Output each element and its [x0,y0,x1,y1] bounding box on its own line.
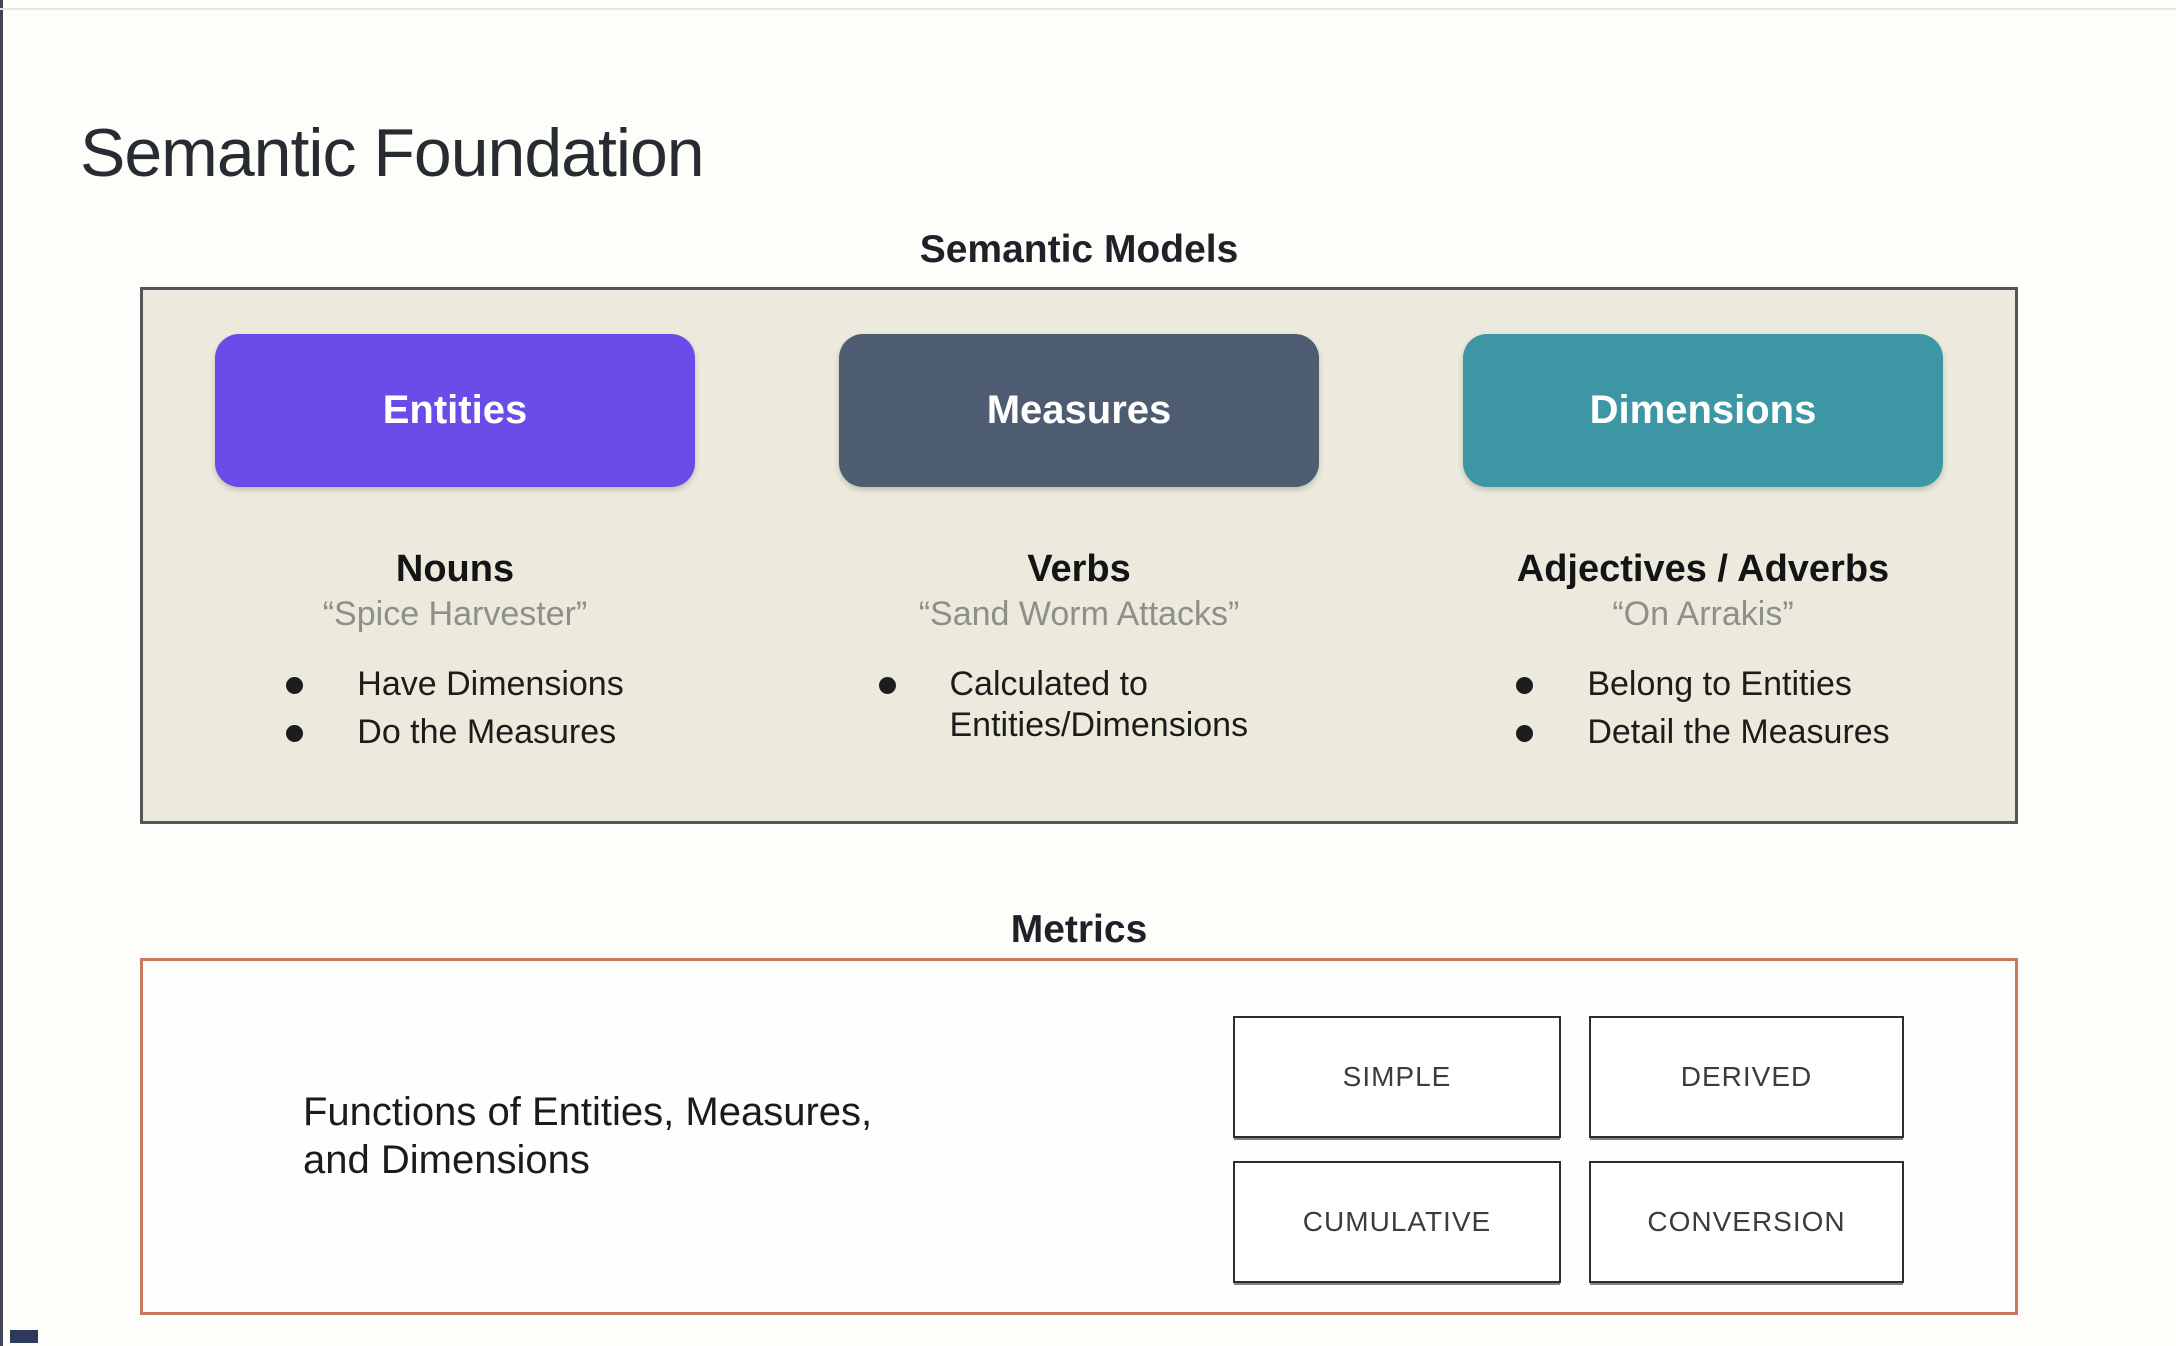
semantic-models-heading: Semantic Models [919,228,1239,271]
measures-role-label: Verbs [1027,548,1131,590]
metrics-panel: Functions of Entities, Measures, and Dim… [140,958,2018,1315]
dimensions-example-quote: “On Arrakis” [1612,594,1794,633]
metrics-description: Functions of Entities, Measures, and Dim… [303,1089,873,1183]
entities-bullet-list: Have Dimensions Do the Measures [286,664,624,754]
dimensions-bullet-list: Belong to Entities Detail the Measures [1516,664,1890,754]
metric-type-simple: SIMPLE [1233,1016,1561,1138]
measures-pill: Measures [839,334,1319,487]
dimensions-column: Dimensions Adjectives / Adverbs “On Arra… [1391,334,2015,821]
measures-column: Measures Verbs “Sand Worm Attacks” Calcu… [767,334,1391,821]
slide-top-edge [0,8,2176,10]
entities-example-quote: “Spice Harvester” [322,594,588,633]
metrics-heading: Metrics [1010,908,1148,951]
list-item: Detail the Measures [1516,712,1890,753]
bullet-dot-icon [1516,725,1534,743]
metric-type-cumulative: CUMULATIVE [1233,1161,1561,1283]
list-item: Calculated to Entities/Dimensions [878,664,1280,747]
bullet-dot-icon [1516,676,1534,694]
page-title: Semantic Foundation [80,114,705,191]
entities-column: Entities Nouns “Spice Harvester” Have Di… [143,334,767,821]
bullet-dot-icon [286,676,304,694]
bullet-dot-icon [286,725,304,743]
corner-marker [10,1330,38,1343]
metric-types-grid: SIMPLE DERIVED CUMULATIVE CONVERSION [1233,1016,1904,1283]
measures-example-quote: “Sand Worm Attacks” [918,594,1240,633]
metric-type-conversion: CONVERSION [1589,1161,1904,1283]
list-item: Belong to Entities [1516,664,1889,705]
list-item: Do the Measures [286,712,623,753]
slide-left-edge [0,0,3,1346]
entities-role-label: Nouns [395,548,515,590]
semantic-models-panel: Entities Nouns “Spice Harvester” Have Di… [140,287,2018,824]
metric-type-derived: DERIVED [1589,1016,1904,1138]
list-item: Have Dimensions [286,664,624,705]
bullet-dot-icon [878,676,896,694]
dimensions-role-label: Adjectives / Adverbs [1516,548,1890,590]
entities-pill: Entities [215,334,695,487]
measures-bullet-list: Calculated to Entities/Dimensions [878,664,1280,747]
dimensions-pill: Dimensions [1463,334,1943,487]
